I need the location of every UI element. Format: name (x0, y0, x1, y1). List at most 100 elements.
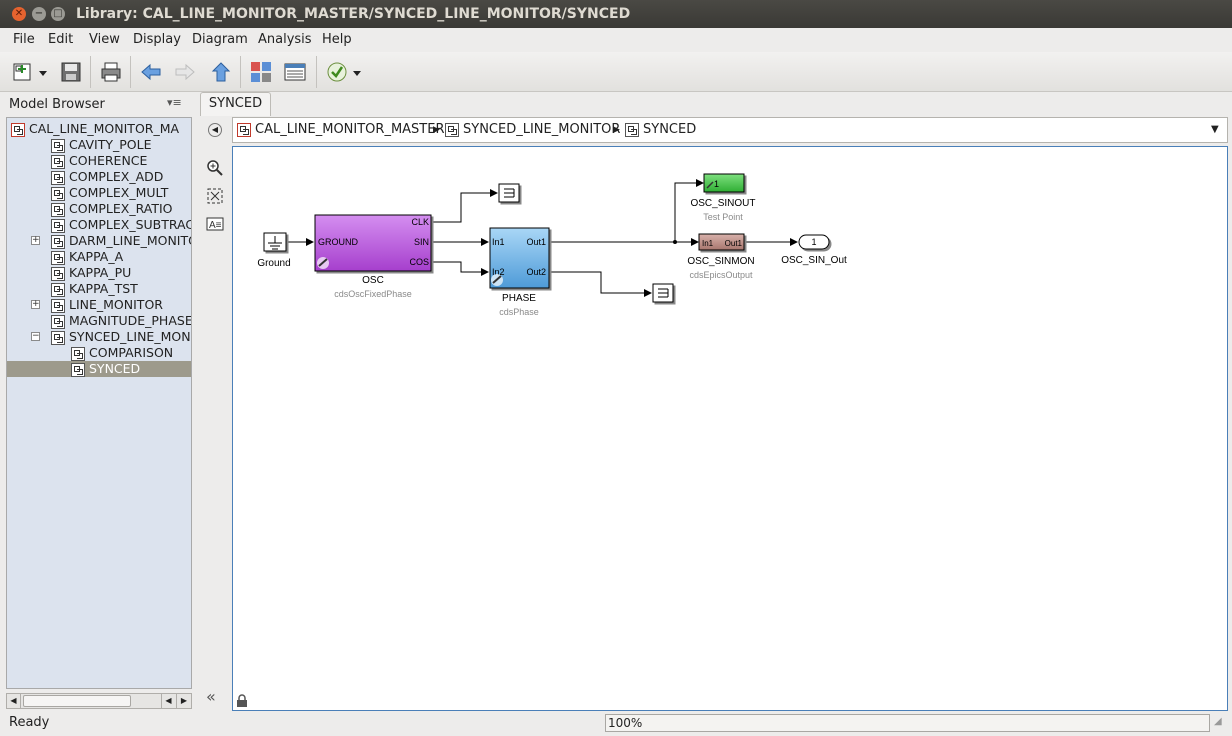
phase-block[interactable]: In1 In2 Out1 Out2 PHASE cdsPhase (489, 227, 550, 317)
subsystem-icon (51, 314, 65, 329)
scroll-left-button[interactable]: ◀ (161, 694, 175, 708)
tree-item[interactable]: COMPLEX_SUBTRACT (51, 217, 191, 233)
subsystem-icon (51, 138, 65, 153)
osc-sinout-sublabel: Test Point (703, 212, 743, 222)
tree-horizontal-scrollbar[interactable]: ◀ ◀ ▶ (6, 693, 192, 709)
tree-item[interactable]: CAL_LINE_MONITOR_MA (11, 121, 179, 137)
tree-item[interactable]: COHERENCE (51, 153, 147, 169)
status-bar: Ready 100% ◢ (0, 712, 1232, 736)
subsystem-icon (445, 122, 459, 137)
tree-item[interactable]: CAVITY_POLE (51, 137, 151, 153)
subsystem-icon (51, 170, 65, 185)
breadcrumb-item-synced[interactable]: SYNCED (625, 118, 696, 142)
tree-item[interactable]: KAPPA_TST (51, 281, 138, 297)
osc-port-cos: COS (409, 257, 429, 267)
scroll-right-button[interactable]: ▶ (176, 694, 191, 708)
tree-item[interactable]: COMPLEX_RATIO (51, 201, 173, 217)
menu-display[interactable]: Display (133, 32, 181, 47)
osc-sublabel: cdsOscFixedPhase (334, 289, 412, 299)
forward-button[interactable] (174, 61, 196, 83)
menu-edit[interactable]: Edit (48, 32, 74, 47)
maximize-window-button[interactable]: □ (51, 7, 65, 21)
osc-port-sin: SIN (414, 237, 429, 247)
tree-item[interactable]: KAPPA_A (51, 249, 123, 265)
check-button[interactable] (326, 61, 348, 83)
toolbar-separator (316, 56, 317, 88)
tree-item[interactable]: DARM_LINE_MONITOR (51, 233, 191, 249)
ground-block[interactable]: Ground (257, 232, 291, 269)
title-bar: ✕ − □ Library: CAL_LINE_MONITOR_MASTER/S… (0, 0, 1232, 28)
check-dropdown[interactable] (350, 61, 364, 83)
close-window-button[interactable]: ✕ (12, 7, 26, 21)
tree-item[interactable]: SYNCED (7, 361, 191, 377)
toolbar (0, 52, 1232, 92)
tree-item[interactable]: COMPLEX_MULT (51, 185, 168, 201)
breadcrumb-item-synced-line-monitor[interactable]: SYNCED_LINE_MONITOR (445, 118, 620, 142)
block-diagram: Ground GROUND CLK SIN COS OSC cdsOscFixe… (257, 173, 847, 317)
phase-port-out1: Out1 (526, 237, 546, 247)
print-button[interactable] (100, 61, 122, 83)
diagram-canvas[interactable]: Ground GROUND CLK SIN COS OSC cdsOscFixe… (232, 146, 1228, 711)
collapse-node-icon[interactable]: − (31, 331, 40, 341)
expand-node-icon[interactable]: + (31, 235, 40, 245)
terminator-block[interactable] (498, 183, 520, 203)
osc-sinout-port: 1 (714, 179, 719, 189)
phase-port-in2: In2 (492, 267, 505, 277)
menu-diagram[interactable]: Diagram (192, 32, 248, 47)
menu-analysis[interactable]: Analysis (258, 32, 312, 47)
menu-file[interactable]: File (13, 32, 35, 47)
menu-help[interactable]: Help (322, 32, 352, 47)
tree-item-label: CAVITY_POLE (69, 137, 152, 152)
scroll-thumb[interactable] (23, 695, 131, 707)
fit-to-view-icon[interactable] (206, 187, 224, 208)
model-tree[interactable]: − CAL_LINE_MONITOR_MACAVITY_POLECOHERENCE… (6, 117, 192, 689)
osc-block[interactable]: GROUND CLK SIN COS OSC cdsOscFixedPhase (314, 214, 432, 299)
svg-text:A≡: A≡ (209, 220, 222, 231)
breadcrumb-separator-icon: ▶ (613, 125, 620, 135)
new-model-button[interactable] (12, 61, 34, 83)
printer-icon (101, 62, 121, 82)
osc-sinout-block[interactable]: 1 OSC_SINOUT Test Point (690, 173, 756, 222)
subsystem-icon (51, 330, 65, 345)
scroll-left-button[interactable]: ◀ (7, 694, 21, 708)
model-explorer-button[interactable] (284, 61, 306, 83)
tree-item[interactable]: COMPLEX_ADD (51, 169, 163, 185)
tree-item[interactable]: LINE_MONITOR (51, 297, 163, 313)
new-model-dropdown[interactable] (36, 61, 50, 83)
toolbar-separator (90, 56, 91, 88)
expand-node-icon[interactable]: + (31, 299, 40, 309)
model-browser-menu-icon[interactable]: ▾≡ (167, 96, 182, 109)
tree-item[interactable]: SYNCED_LINE_MONI (51, 329, 192, 345)
save-button[interactable] (60, 61, 82, 83)
breadcrumb-dropdown-icon[interactable]: ▼ (1211, 124, 1219, 135)
tab-synced[interactable]: SYNCED (200, 92, 271, 116)
osc-sinmon-block[interactable]: In1 Out1 OSC_SINMON cdsEpicsOutput (687, 233, 755, 280)
model-browser-panel: Model Browser ▾≡ (0, 92, 196, 712)
breadcrumb-item-root[interactable]: CAL_LINE_MONITOR_MASTER (237, 118, 445, 142)
tree-item[interactable]: MAGNITUDE_PHASE (51, 313, 192, 329)
resize-grip-icon[interactable]: ◢ (1214, 716, 1222, 727)
terminator-block[interactable] (652, 283, 674, 303)
hide-browser-icon[interactable]: ◀ (208, 123, 222, 137)
tree-item-label: MAGNITUDE_PHASE (69, 313, 192, 328)
annotation-icon[interactable]: A≡ (206, 215, 224, 236)
collapse-icon[interactable]: « (206, 687, 216, 706)
tree-item[interactable]: KAPPA_PU (51, 265, 131, 281)
osc-port-ground: GROUND (318, 237, 358, 247)
up-button[interactable] (210, 61, 232, 83)
library-link-icon (706, 181, 714, 189)
back-button[interactable] (140, 61, 162, 83)
outport-block[interactable]: 1 OSC_SIN_Out (781, 234, 847, 266)
library-browser-button[interactable] (250, 61, 272, 83)
zoom-in-icon[interactable] (206, 159, 224, 180)
subsystem-icon (71, 362, 85, 377)
save-icon (61, 62, 81, 82)
model-icon (237, 122, 251, 137)
minimize-window-button[interactable]: − (32, 7, 46, 21)
menu-view[interactable]: View (89, 32, 120, 47)
checkmark-circle-icon (327, 62, 347, 82)
tree-item[interactable]: COMPARISON (71, 345, 173, 361)
osc-sinmon-label: OSC_SINMON (687, 256, 754, 267)
subsystem-icon (51, 266, 65, 281)
tree-item-label: SYNCED_LINE_MONI (69, 329, 192, 344)
